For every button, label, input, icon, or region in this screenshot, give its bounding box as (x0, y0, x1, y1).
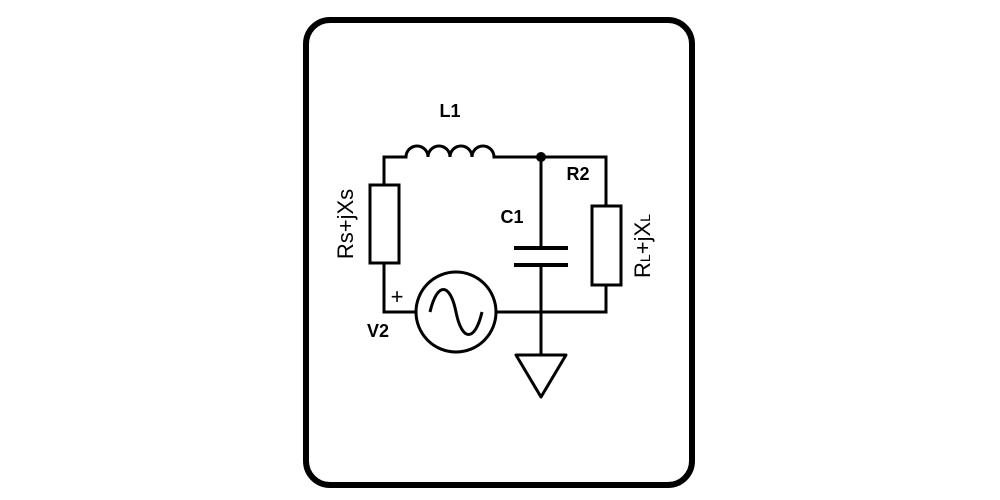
load-impedance-main: R (630, 262, 655, 278)
source-impedance-label: Rs+jXs (333, 189, 358, 259)
inductor-symbol (404, 144, 496, 159)
load-resistor-name-label: R2 (566, 164, 589, 184)
load-resistor (590, 204, 623, 287)
sine-wave-icon (428, 288, 484, 336)
source-name-label: V2 (367, 321, 389, 341)
inductor-label: L1 (439, 101, 460, 121)
junction-dot (536, 152, 546, 162)
source-polarity-label: + (391, 284, 404, 309)
diagram-frame (303, 17, 695, 488)
ground-symbol (514, 353, 568, 399)
load-impedance-mid: +jX (630, 222, 655, 255)
load-impedance-sub1: L (637, 254, 653, 262)
wires (382, 155, 608, 357)
load-impedance-sub2: L (637, 214, 653, 222)
source-impedance-resistor (368, 183, 401, 265)
load-impedance-label: RL+jXL (630, 214, 655, 278)
capacitor-label: C1 (500, 207, 523, 227)
